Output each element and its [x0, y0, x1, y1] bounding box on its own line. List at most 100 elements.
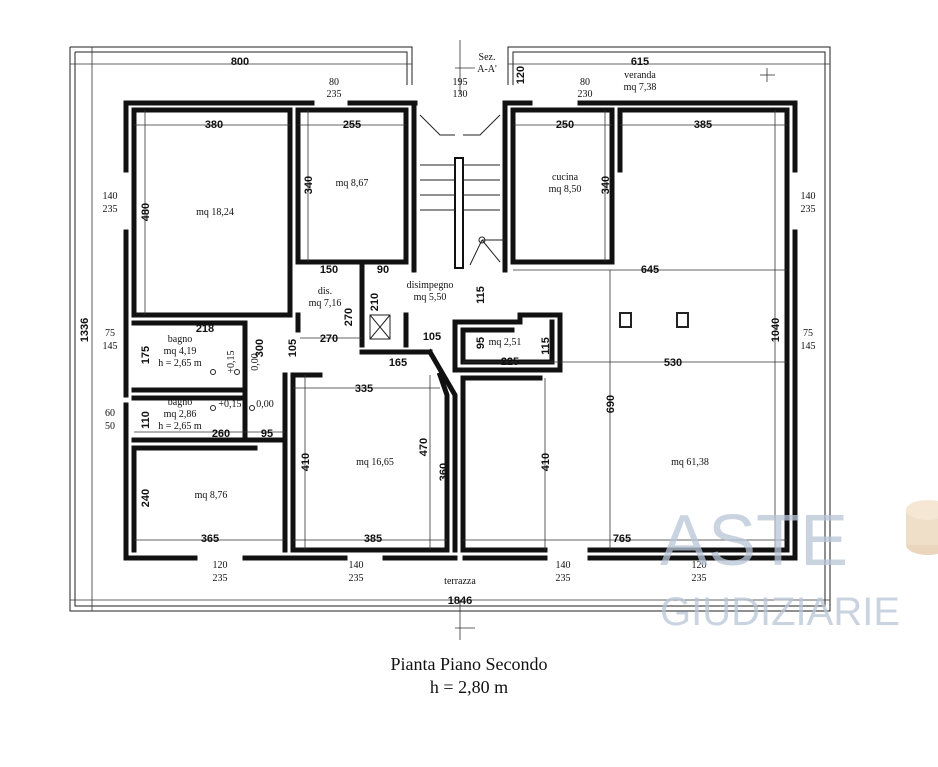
dim-235-bottom-b: 235 — [349, 573, 364, 584]
room-area-8-67: mq 8,67 — [336, 178, 369, 189]
dim-365: 365 — [201, 533, 219, 545]
room-area-16-65: mq 16,65 — [356, 457, 394, 468]
dim-60: 60 — [105, 408, 115, 419]
disimpegno-area: mq 5,50 — [414, 292, 447, 303]
dim-255: 255 — [343, 119, 361, 131]
section-marker: Sez. A-A' — [477, 52, 497, 75]
dim-80-b: 80 — [580, 77, 590, 88]
watermark-giudiziarie: GIUDIZIARIE — [660, 590, 900, 634]
room-area-61-38: mq 61,38 — [671, 457, 709, 468]
bagno1-label: bagno — [168, 334, 192, 345]
dim-645: 645 — [641, 264, 659, 276]
dim-105-v: 105 — [287, 339, 299, 357]
dim-120-bottom-a: 120 — [213, 560, 228, 571]
dim-75-right: 75 — [803, 328, 813, 339]
veranda-label: veranda — [624, 70, 656, 81]
dim-1846: 1846 — [448, 595, 472, 607]
dim-235-left: 235 — [103, 204, 118, 215]
dim-1040: 1040 — [770, 318, 782, 342]
level-plus-015-b: +0,15 — [218, 399, 241, 410]
dim-90: 90 — [377, 264, 389, 276]
dim-218: 218 — [196, 323, 214, 335]
dim-165: 165 — [389, 357, 407, 369]
section-label-2: A-A' — [477, 64, 497, 75]
dim-800: 800 — [231, 56, 249, 68]
dim-145-left: 145 — [103, 341, 118, 352]
dim-250: 250 — [556, 119, 574, 131]
dim-260: 260 — [212, 428, 230, 440]
dim-385-bottom: 385 — [364, 533, 382, 545]
plan-height: h = 2,80 m — [429, 677, 509, 697]
dim-140-bottom-a: 140 — [349, 560, 364, 571]
dim-210: 210 — [369, 293, 381, 311]
dim-300: 300 — [254, 339, 266, 357]
dim-115-b: 115 — [540, 337, 552, 355]
bagno2-label: bagno — [168, 397, 192, 408]
terrazza-label: terrazza — [444, 576, 476, 587]
dim-235-right: 235 — [801, 204, 816, 215]
dim-150: 150 — [320, 264, 338, 276]
dim-110: 110 — [140, 411, 152, 429]
dim-140-right: 140 — [801, 191, 816, 202]
veranda-area: mq 7,38 — [624, 82, 657, 93]
dim-175: 175 — [140, 346, 152, 364]
dim-340-b: 340 — [600, 176, 612, 194]
dim-145-right: 145 — [801, 341, 816, 352]
dim-120-bottom-b: 120 — [692, 560, 707, 571]
room-area-18-24: mq 18,24 — [196, 207, 234, 218]
level-0-00-a: 0,00 — [250, 353, 261, 371]
dim-225: 225 — [501, 356, 519, 368]
dim-470: 470 — [418, 438, 430, 456]
room-area-8-76: mq 8,76 — [195, 490, 228, 501]
bagno2-height: h = 2,65 m — [158, 421, 202, 432]
dim-480: 480 — [140, 203, 152, 221]
level-plus-015-a: +0,15 — [226, 350, 237, 373]
dis-label: dis. — [318, 286, 332, 297]
dim-360: 360 — [438, 463, 450, 481]
dim-140-left: 140 — [103, 191, 118, 202]
bagno2-area: mq 2,86 — [164, 409, 197, 420]
dim-235-bottom-d: 235 — [692, 573, 707, 584]
room-labels: mq 18,24 mq 8,67 cucina mq 8,50 dis. mq … — [158, 70, 709, 587]
room-area-2-51: mq 2,51 — [489, 337, 522, 348]
dim-75-left: 75 — [105, 328, 115, 339]
section-label-1: Sez. — [479, 52, 496, 63]
plan-title: Pianta Piano Secondo — [390, 654, 548, 674]
dim-340-a: 340 — [303, 176, 315, 194]
dim-530: 530 — [664, 357, 682, 369]
dim-95-v: 95 — [475, 337, 487, 349]
dim-270-v: 270 — [343, 308, 355, 326]
dim-235-bottom-a: 235 — [213, 573, 228, 584]
kitchen-label: cucina — [552, 172, 579, 183]
dim-270: 270 — [320, 333, 338, 345]
dim-335: 335 — [355, 383, 373, 395]
watermark-aste: ASTE — [660, 501, 848, 581]
dim-385-top: 385 — [694, 119, 712, 131]
dim-240: 240 — [140, 489, 152, 507]
bagno1-height: h = 2,65 m — [158, 358, 202, 369]
dim-130: 130 — [453, 89, 468, 100]
gavel-icon — [906, 500, 938, 555]
dim-50: 50 — [105, 421, 115, 432]
dim-690: 690 — [605, 395, 617, 413]
opening-dims: 80 235 195 130 120 80 230 140 235 140 23… — [103, 66, 816, 584]
watermark: ASTE GIUDIZIARIE — [660, 500, 938, 634]
dimension-labels: 800 615 1846 1336 380 255 250 385 480 34… — [79, 56, 782, 607]
dimension-lines — [70, 40, 830, 640]
dim-140-bottom-b: 140 — [556, 560, 571, 571]
dim-410-a: 410 — [300, 453, 312, 471]
dim-235-top: 235 — [327, 89, 342, 100]
dim-765: 765 — [613, 533, 631, 545]
level-markers — [210, 369, 255, 411]
walls — [123, 100, 798, 561]
bagno1-area: mq 4,19 — [164, 346, 197, 357]
dim-230: 230 — [578, 89, 593, 100]
dim-95: 95 — [261, 428, 273, 440]
dim-380: 380 — [205, 119, 223, 131]
dis-area: mq 7,16 — [309, 298, 342, 309]
dim-120-v: 120 — [515, 66, 527, 84]
dim-410-b: 410 — [540, 453, 552, 471]
terrace-outline — [69, 46, 831, 612]
dim-615: 615 — [631, 56, 649, 68]
dim-105: 105 — [423, 331, 441, 343]
